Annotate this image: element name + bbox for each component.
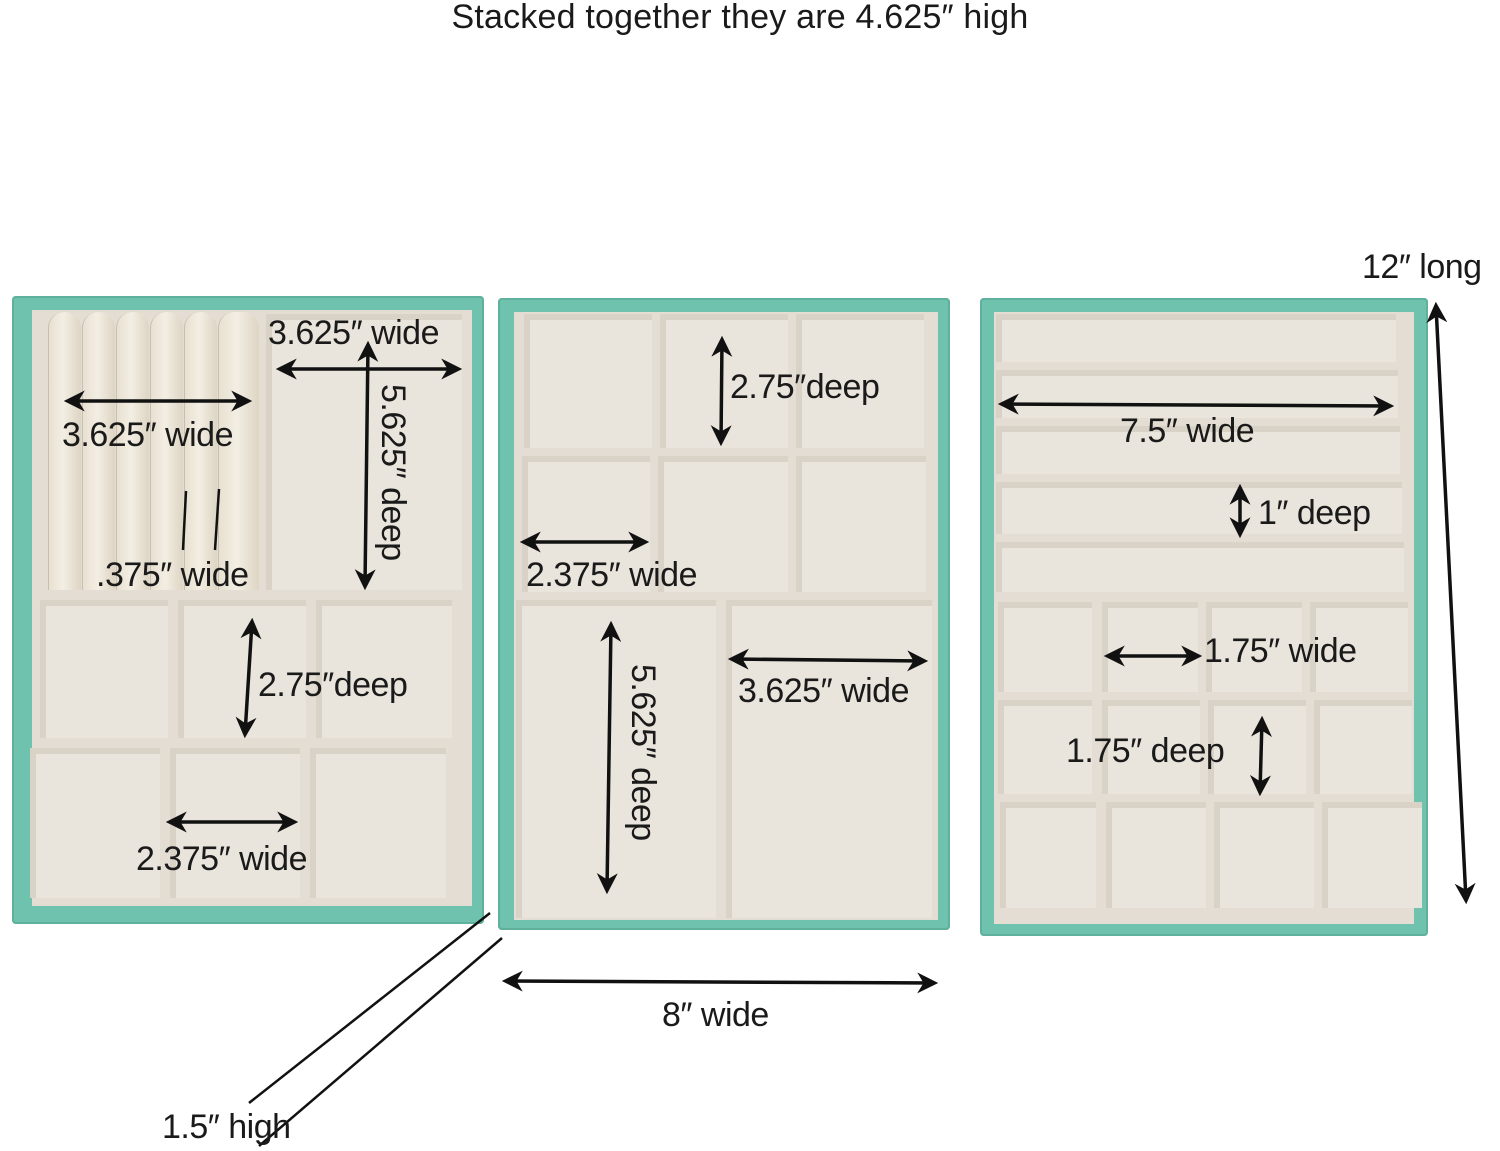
square-width-label: 2.375″ wide [136, 840, 308, 878]
small-compartment [1322, 802, 1422, 908]
overall-length-label: 12″ long [1362, 248, 1482, 286]
square-compartment [316, 600, 452, 738]
small-width-label: 1.75″ wide [1204, 632, 1357, 670]
long-compartment-depth-label: 5.625″ deep [374, 384, 412, 561]
channel [996, 482, 1402, 534]
square-compartment [796, 314, 924, 448]
long-compartment [516, 600, 716, 918]
ring-roll [218, 312, 259, 590]
ring-roll [184, 312, 217, 590]
long-compartment-width-label: 3.625″ wide [268, 314, 440, 352]
channel [996, 426, 1400, 474]
channel [996, 542, 1404, 592]
long-compartment-depth-label: 5.625″ deep [624, 664, 662, 841]
small-compartment [998, 700, 1092, 794]
long-compartment-width-label: 3.625″ wide [738, 672, 910, 710]
overall-width-label: 8″ wide [662, 996, 769, 1034]
channel [996, 314, 1396, 362]
square-compartment [310, 748, 446, 898]
square-depth-label: 2.75″deep [258, 666, 408, 704]
ring-roll [48, 312, 81, 590]
square-depth-label: 2.75″deep [730, 368, 880, 406]
small-compartment [1314, 700, 1412, 794]
ring-roll [150, 312, 183, 590]
square-compartment [524, 314, 652, 448]
long-compartment [726, 600, 932, 918]
ring-slot-width-label: .375″ wide [96, 556, 249, 594]
square-compartment [796, 456, 926, 592]
roll-section-width-label: 3.625″ wide [62, 416, 234, 454]
small-compartment [1310, 602, 1408, 692]
long-compartment [266, 314, 462, 590]
channel [996, 370, 1398, 418]
small-compartment [1102, 700, 1200, 794]
channel-depth-label: 1″ deep [1258, 494, 1371, 532]
channel-width-label: 7.5″ wide [1120, 412, 1255, 450]
small-compartment [1214, 802, 1314, 908]
square-compartment [30, 748, 160, 898]
small-compartment [1206, 602, 1302, 692]
small-compartment [1102, 602, 1198, 692]
ring-roll [116, 312, 149, 590]
small-compartment [1000, 802, 1096, 908]
square-compartment [658, 456, 788, 592]
ring-roll [82, 312, 115, 590]
page-title: Stacked together they are 4.625″ high [451, 0, 1029, 36]
small-depth-label: 1.75″ deep [1066, 732, 1225, 770]
small-compartment [1106, 802, 1206, 908]
square-compartment [522, 456, 650, 592]
small-compartment [998, 602, 1092, 692]
square-width-label: 2.375″ wide [526, 556, 698, 594]
square-compartment [40, 600, 168, 738]
overall-height-label: 1.5″ high [162, 1108, 291, 1146]
